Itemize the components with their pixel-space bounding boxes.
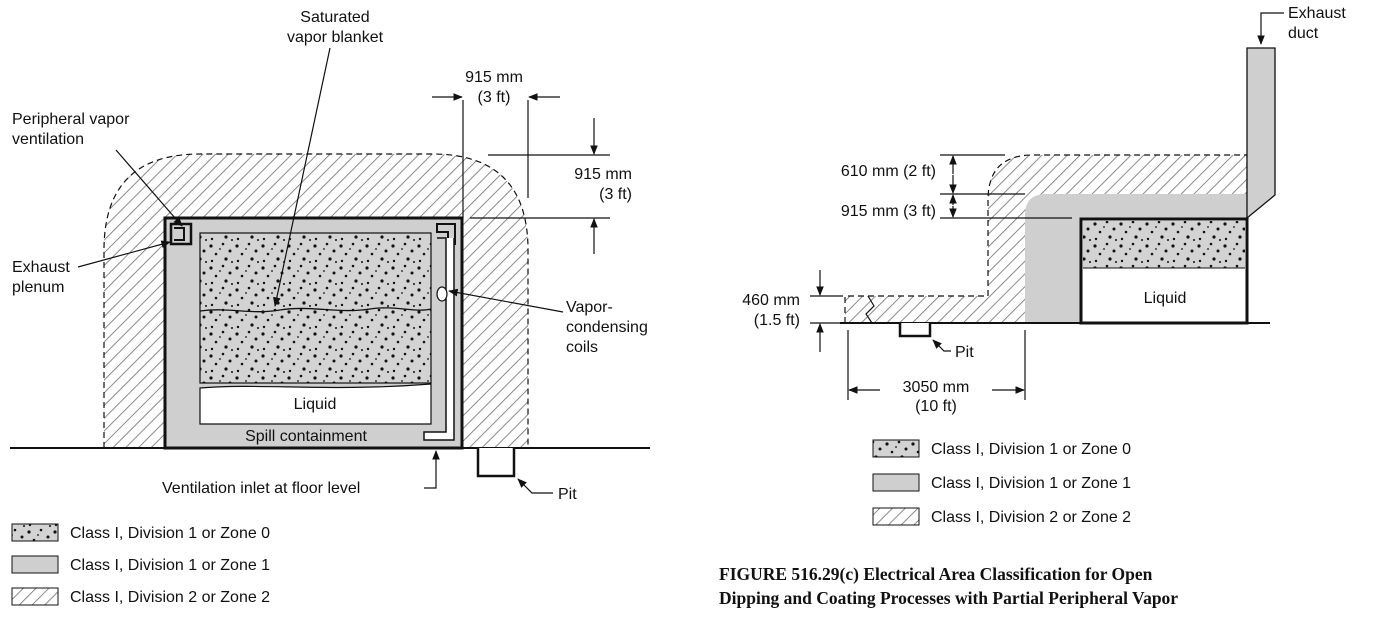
caption-line-2: Dipping and Coating Processes with Parti… [719,588,1178,608]
peripheral-leader [115,149,183,227]
plenum-leader [77,240,171,268]
legend-item-1: Class I, Division 1 or Zone 1 [70,557,270,574]
right-legend: Class I, Division 1 or Zone 0 Class I, D… [872,439,1131,526]
left-pit-leader [517,478,553,494]
rlegend-item-2: Class I, Division 2 or Zone 2 [931,509,1131,526]
coil-loop [436,286,448,302]
peripheral-label-2: ventilation [12,131,84,148]
left-liquid-label: Liquid [294,396,337,413]
coils-label-2: condensing [566,319,648,336]
plenum-label-1: Exhaust [12,259,70,276]
rlegend-gray-swatch [872,473,920,492]
rlegend-item-1: Class I, Division 1 or Zone 1 [931,475,1131,492]
right-liquid-label: Liquid [1144,290,1187,307]
legend-item-0: Class I, Division 1 or Zone 0 [70,525,270,542]
saturated-label-1: Saturated [300,9,369,26]
exhaust-duct-label-2: duct [1288,25,1319,42]
right-pit [898,323,932,338]
left-pit [476,448,516,478]
coils-leader [448,288,564,313]
inlet-label: Ventilation inlet at floor level [162,480,360,497]
exhaust-duct-label-1: Exhaust [1288,5,1346,22]
left-liquid [199,383,432,425]
left-pit-label: Pit [558,486,577,503]
spill-containment-label: Spill containment [245,428,367,445]
dim-610-label: 610 mm (2 ft) [841,163,936,180]
break-symbol [865,295,875,324]
dim-460-mm: 460 mm [742,292,800,309]
dim-915-label: 915 mm (3 ft) [841,203,936,220]
legend-hatch-swatch [11,587,59,606]
dim-3050-mm: 3050 mm [903,379,970,396]
rlegend-dots-swatch [872,439,920,458]
condensing-coils [423,237,455,441]
left-diagram: Liquid Spill containment 915 mm (3 ft) 9… [10,9,650,503]
dim-top-mm: 915 mm [465,69,523,86]
dim-3050-ft: (10 ft) [915,398,957,415]
left-legend: Class I, Division 1 or Zone 0 Class I, D… [11,523,270,606]
legend-item-2: Class I, Division 2 or Zone 2 [70,589,270,606]
rlegend-item-0: Class I, Division 1 or Zone 0 [931,441,1131,458]
dim-right-mm: 915 mm [574,166,632,183]
legend-dots-swatch [11,523,59,542]
vapor-blanket-line [199,307,432,313]
plenum-inner [174,227,185,241]
dim-top-ft: (3 ft) [478,89,511,106]
dim-right-ft: (3 ft) [599,186,632,203]
exhaust-duct-leader [1257,12,1284,45]
peripheral-label-1: Peripheral vapor [12,111,130,128]
coils-label-3: coils [566,339,598,356]
exhaust-duct [1246,47,1276,220]
right-pit-leader [932,339,951,352]
rlegend-hatch-swatch [872,507,920,526]
saturated-leader [273,47,331,307]
saturated-label-2: vapor blanket [287,29,384,46]
caption-line-1: FIGURE 516.29(c) Electrical Area Classif… [719,564,1153,584]
plenum-label-2: plenum [12,279,64,296]
coils-label-1: Vapor- [566,299,613,316]
inlet-leader [424,450,440,489]
right-vapor-zone0 [1083,221,1245,268]
right-diagram: Liquid Pit Exhaust duct 610 mm (2 ft) 91… [742,5,1346,415]
dim-460-ft: (1.5 ft) [754,312,800,329]
right-pit-label: Pit [955,344,974,361]
legend-gray-swatch [11,555,59,574]
